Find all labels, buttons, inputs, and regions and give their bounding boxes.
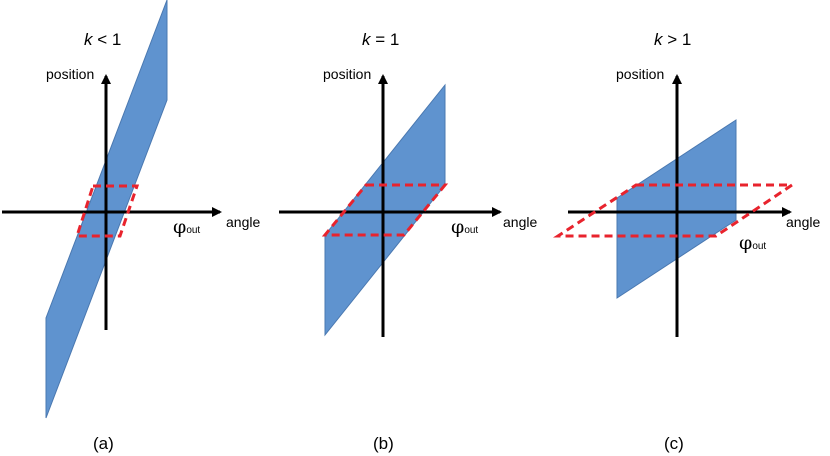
x-axis-label: angle — [786, 214, 820, 230]
panel-title: k > 1 — [654, 30, 691, 49]
x-axis-label: angle — [503, 214, 537, 230]
phi-out-label: φout — [739, 232, 766, 254]
panel-caption: (b) — [373, 434, 394, 453]
panel-caption: (a) — [93, 434, 114, 453]
phi-out-label: φout — [173, 216, 200, 238]
acceptance-band — [324, 83, 446, 337]
panel-b: k = 1 position angle φout (b) — [279, 30, 537, 453]
emittance-parallelogram — [552, 183, 797, 238]
emittance-parallelogram — [74, 184, 140, 238]
emittance-parallelogram — [321, 183, 449, 237]
panel-c: k > 1 position angle φout (c) — [552, 30, 820, 453]
panel-caption: (c) — [664, 434, 684, 453]
y-axis-label: position — [323, 66, 371, 82]
y-axis-label: position — [616, 66, 664, 82]
panel-title: k = 1 — [362, 30, 399, 49]
x-axis-label: angle — [226, 214, 260, 230]
phi-out-label: φout — [451, 216, 478, 238]
panel-a: k < 1 position angle φout (a) — [2, 0, 260, 453]
y-axis-label: position — [46, 66, 94, 82]
panel-title: k < 1 — [84, 30, 121, 49]
